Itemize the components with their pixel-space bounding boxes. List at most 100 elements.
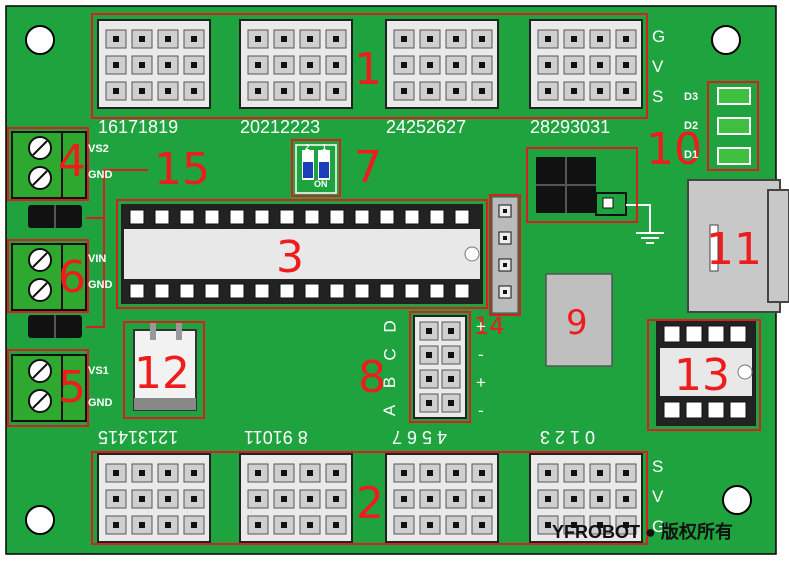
component-12 <box>133 322 197 411</box>
ic-pin <box>404 283 420 299</box>
callout-3: 3 <box>276 232 304 283</box>
label-vin: VIN <box>88 253 107 265</box>
dip-on-label: ON <box>314 179 328 189</box>
callout-7: 7 <box>354 142 382 193</box>
mounting-hole <box>25 25 55 55</box>
dip-pos-2: 2 <box>305 143 310 152</box>
abcd-sign-3: + <box>476 373 486 392</box>
abcd-sign-4: - <box>478 401 484 420</box>
ground-jumper <box>536 157 664 244</box>
callout-2: 2 <box>356 478 384 529</box>
ic-pin <box>379 209 395 225</box>
label-vs1: VS1 <box>88 365 109 377</box>
callout-14: 14 <box>474 312 505 340</box>
callout-9: 9 <box>566 303 588 343</box>
dip-pos-1: 1 <box>322 143 327 152</box>
row-label-v-top: V <box>652 57 664 76</box>
small-header <box>491 196 519 314</box>
ic-pin <box>354 283 370 299</box>
ic-pin <box>454 209 470 225</box>
pin-group-24-27: 24252627 <box>386 117 467 137</box>
led-label-d3: D3 <box>684 91 699 103</box>
pin-group-20-23: 20212223 <box>240 117 321 137</box>
ic-pin <box>329 283 345 299</box>
ic-pins <box>129 209 470 299</box>
servo-header-block <box>239 19 353 109</box>
ic-pin <box>179 209 195 225</box>
top-servo-headers <box>97 19 643 109</box>
ic-pin <box>304 283 320 299</box>
label-gnd-mid: GND <box>88 279 113 291</box>
pin-group-16-19: 16171819 <box>98 117 179 137</box>
screw-terminal <box>11 131 87 199</box>
servo-header-block <box>385 453 499 543</box>
servo-header-block <box>385 19 499 109</box>
led-d2 <box>717 117 751 135</box>
dip-toggle-2 <box>319 162 329 178</box>
row-label-s-bottom: S <box>652 457 664 476</box>
pin-group-12-15: 12131415 <box>98 427 179 447</box>
label-vs2: VS2 <box>88 143 109 155</box>
ic-socket <box>121 204 483 304</box>
pin-group-8-11: 8 91011 <box>244 427 308 447</box>
callout-8: 8 <box>358 352 386 403</box>
servo-header-block <box>239 453 353 543</box>
power-connector <box>687 179 789 313</box>
ic-pin <box>204 283 220 299</box>
ic-pin <box>229 209 245 225</box>
mounting-hole <box>711 25 741 55</box>
abcd-label-a: A <box>380 404 400 417</box>
row-label-v-bottom: V <box>652 487 664 506</box>
socket-pin <box>685 325 703 343</box>
socket-pin <box>663 401 681 419</box>
led-d1 <box>717 147 751 165</box>
led-label-d2: D2 <box>684 120 699 132</box>
callout-4: 4 <box>58 136 86 187</box>
ic-pin <box>204 209 220 225</box>
ic-pin <box>129 209 145 225</box>
mounting-holes <box>25 25 752 535</box>
callout-5: 5 <box>58 362 86 413</box>
callout-6: 6 <box>58 252 86 303</box>
abcd-label-b: B <box>380 376 400 389</box>
led-d3 <box>717 87 751 105</box>
label-gnd-top: GND <box>88 169 113 181</box>
ic-pin <box>254 209 270 225</box>
dip-toggle-1 <box>303 162 313 178</box>
socket-pin <box>729 325 747 343</box>
socket-pin <box>707 401 725 419</box>
ic-pin <box>304 209 320 225</box>
pin-group-0-3: 0 1 2 3 <box>540 427 596 447</box>
ic-socket-center <box>124 229 480 279</box>
ic-pin <box>154 209 170 225</box>
ic-pin <box>279 283 295 299</box>
socket-pin <box>663 325 681 343</box>
ic-pin <box>129 283 145 299</box>
copyright-label: YFROBOT ● 版权所有 <box>552 522 733 542</box>
callout-10: 10 <box>646 124 702 175</box>
callout-15-lines <box>86 169 148 328</box>
socket-pin <box>685 401 703 419</box>
pin-group-28-31: 28293031 <box>530 117 611 137</box>
label-gnd-bottom: GND <box>88 397 113 409</box>
bottom-servo-headers <box>97 453 643 543</box>
callout-boxes <box>7 13 761 545</box>
ic-pin <box>429 209 445 225</box>
abcd-label-d: D <box>380 320 400 333</box>
component-12-body <box>133 329 197 411</box>
servo-header-block <box>529 453 643 543</box>
abcd-label-c: C <box>380 348 400 361</box>
pin-group-4-7: 4 5 6 7 <box>392 427 448 447</box>
ic-notch <box>464 246 480 262</box>
dip-switch <box>295 144 337 194</box>
status-leds <box>717 87 751 165</box>
callout-15: 15 <box>154 144 210 195</box>
screw-terminal <box>11 243 87 311</box>
ic-pin <box>179 283 195 299</box>
ic-pin <box>329 209 345 225</box>
ic-pin <box>279 209 295 225</box>
abcd-header <box>413 315 467 419</box>
callout-13: 13 <box>674 350 730 401</box>
mounting-hole <box>25 505 55 535</box>
